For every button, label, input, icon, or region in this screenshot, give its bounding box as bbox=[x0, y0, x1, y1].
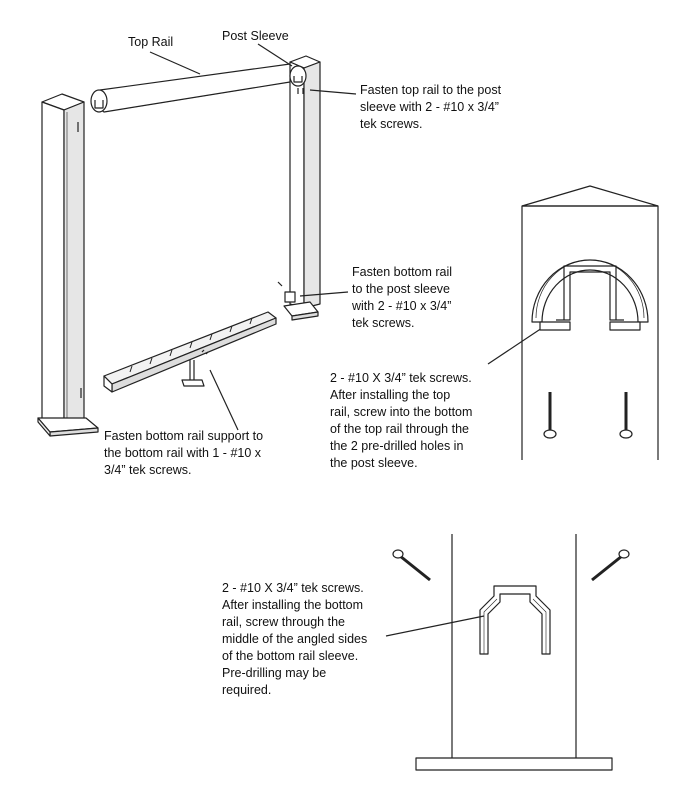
angled-screws bbox=[392, 549, 630, 582]
post-sleeve-detail bbox=[521, 185, 659, 460]
leader-lines-top bbox=[149, 43, 549, 431]
left-post bbox=[37, 93, 99, 437]
right-post bbox=[277, 55, 321, 321]
fasten-bottom-support-callout: Fasten bottom rail support to the bottom… bbox=[104, 429, 264, 477]
bottom-rail-screws-callout: 2 - #10 X 3/4” tek screws. After install… bbox=[222, 581, 368, 697]
detail-screws bbox=[543, 392, 633, 439]
bottom-rail-support bbox=[181, 349, 209, 387]
bottom-rail bbox=[103, 311, 277, 393]
top-rail-label: Top Rail bbox=[128, 35, 174, 49]
bottom-rail-sleeve-detail bbox=[385, 534, 630, 771]
fasten-top-rail-callout: Fasten top rail to the post sleeve with … bbox=[360, 83, 502, 131]
fasten-bottom-rail-callout: Fasten bottom rail to the post sleeve wi… bbox=[352, 265, 453, 330]
top-rail-screws-callout: 2 - #10 X 3/4” tek screws. After install… bbox=[330, 371, 473, 470]
post-sleeve-label: Post Sleeve bbox=[222, 29, 289, 43]
